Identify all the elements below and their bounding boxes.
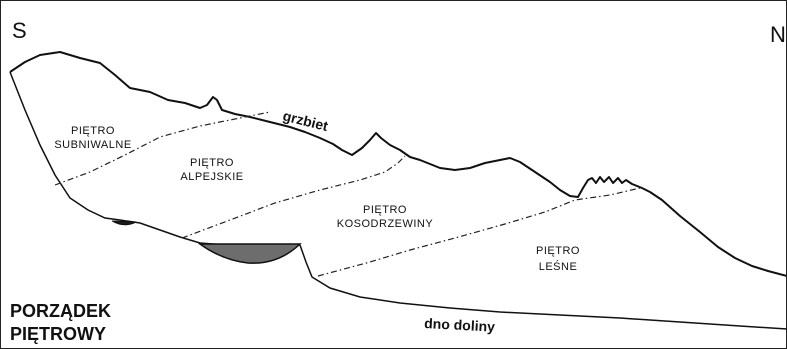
zone-label-line2: SUBNIWALNE	[54, 139, 131, 151]
zone-label-line1: PIĘTRO	[190, 157, 234, 169]
zone-label-line1: PIĘTRO	[536, 245, 580, 257]
zone-label-line1: PIĘTRO	[71, 125, 115, 137]
slope-line-left	[10, 72, 300, 245]
zone-label-line2: ALPEJSKIE	[180, 171, 243, 183]
direction-north-label: N	[770, 22, 786, 47]
small-pond	[112, 221, 136, 225]
diagram-title-line1: PORZĄDEK	[10, 301, 111, 321]
valley-floor-label: dno doliny	[424, 315, 496, 335]
zone-label-kosodrzewiny: PIĘTRO KOSODRZEWINY	[337, 204, 434, 230]
ridge-profile-line	[10, 52, 787, 276]
glacial-lake	[200, 244, 300, 263]
boundary-kosodrzewiny-lesne	[318, 188, 640, 276]
valley-floor-line	[300, 245, 787, 329]
diagram-title-line2: PIĘTROWY	[10, 324, 106, 344]
direction-south-label: S	[12, 18, 27, 43]
zone-label-subniwalne: PIĘTRO SUBNIWALNE	[54, 125, 131, 151]
zone-label-line2: KOSODRZEWINY	[337, 218, 434, 230]
ridge-label: grzbiet	[281, 107, 330, 134]
zone-label-lesne: PIĘTRO LEŚNE	[536, 245, 580, 273]
zone-label-alpejskie: PIĘTRO ALPEJSKIE	[180, 157, 243, 183]
zone-label-line2: LEŚNE	[539, 260, 578, 273]
zone-label-line1: PIĘTRO	[363, 204, 407, 216]
